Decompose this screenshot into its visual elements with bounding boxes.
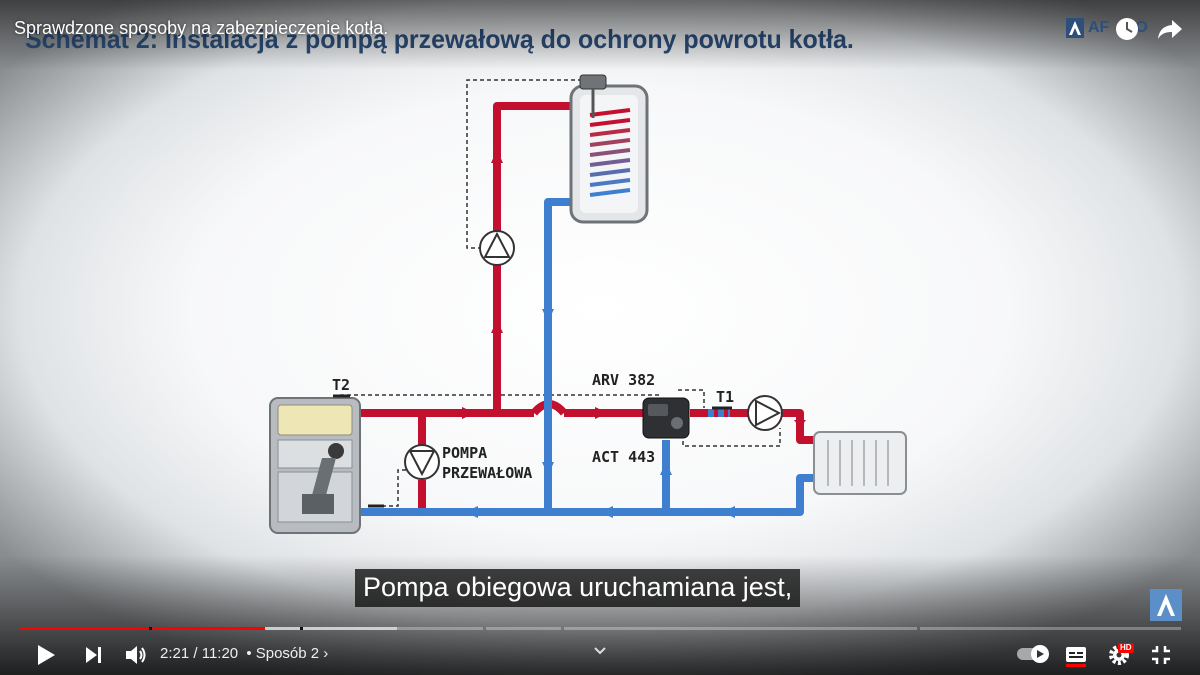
radiator bbox=[813, 431, 907, 495]
mixing-valve-actuator bbox=[642, 397, 690, 439]
label-pompa: POMPA bbox=[442, 444, 487, 462]
progress-bar[interactable] bbox=[19, 627, 1181, 632]
play-icon[interactable] bbox=[36, 644, 56, 666]
duration: 11:20 bbox=[201, 645, 239, 662]
boiler bbox=[269, 397, 361, 534]
time-separator: / bbox=[189, 645, 202, 662]
subtitle-caption: Pompa obiegowa uruchamiana jest, bbox=[355, 569, 801, 607]
circulation-pump-radiator bbox=[747, 395, 783, 431]
chapter-title[interactable]: • Sposób 2 › bbox=[246, 645, 329, 662]
return-pipes bbox=[358, 198, 815, 516]
circulation-pump-bypass bbox=[404, 444, 440, 480]
played-range bbox=[19, 627, 266, 630]
current-time: 2:21 bbox=[160, 645, 190, 662]
channel-logo-icon bbox=[1066, 18, 1084, 38]
label-przewalowa: PRZEWAŁOWA bbox=[442, 464, 532, 482]
hot-water-tank bbox=[569, 74, 649, 224]
flow-arrows bbox=[462, 150, 806, 518]
hd-badge: HD bbox=[1118, 643, 1134, 653]
exit-fullscreen-icon[interactable] bbox=[1150, 644, 1172, 666]
segment-gap bbox=[149, 627, 152, 630]
label-t1: T1 bbox=[716, 388, 734, 406]
share-icon[interactable] bbox=[1156, 17, 1184, 43]
channel-watermark[interactable]: AF O bbox=[1066, 17, 1148, 39]
channel-logo-text: AF bbox=[1088, 19, 1110, 36]
control-wires bbox=[340, 79, 781, 507]
settings-button[interactable]: HD bbox=[1108, 643, 1138, 667]
chapter-segment[interactable] bbox=[486, 627, 561, 630]
circulation-pump-top bbox=[479, 230, 515, 266]
chapter-segment[interactable] bbox=[920, 627, 1181, 630]
chapter-segment[interactable] bbox=[564, 627, 917, 630]
subtitles-icon[interactable] bbox=[1064, 643, 1088, 667]
chevron-down-icon[interactable] bbox=[592, 645, 608, 657]
channel-corner-logo-icon[interactable] bbox=[1150, 589, 1182, 621]
channel-logo-text-tail: O bbox=[1135, 19, 1148, 36]
label-arv: ARV 382 bbox=[592, 371, 655, 389]
video-title[interactable]: Sprawdzone sposoby na zabezpieczenie kot… bbox=[14, 18, 389, 38]
time-display: 2:21 / 11:20 • Sposób 2 › bbox=[160, 645, 328, 662]
watch-later-icon[interactable] bbox=[1114, 16, 1140, 42]
segment-gap bbox=[300, 627, 303, 630]
label-t2: T2 bbox=[332, 376, 350, 394]
label-act: ACT 443 bbox=[592, 448, 655, 466]
next-video-icon[interactable] bbox=[84, 645, 104, 665]
volume-icon[interactable] bbox=[124, 644, 148, 666]
autoplay-toggle-icon[interactable] bbox=[1016, 644, 1052, 664]
